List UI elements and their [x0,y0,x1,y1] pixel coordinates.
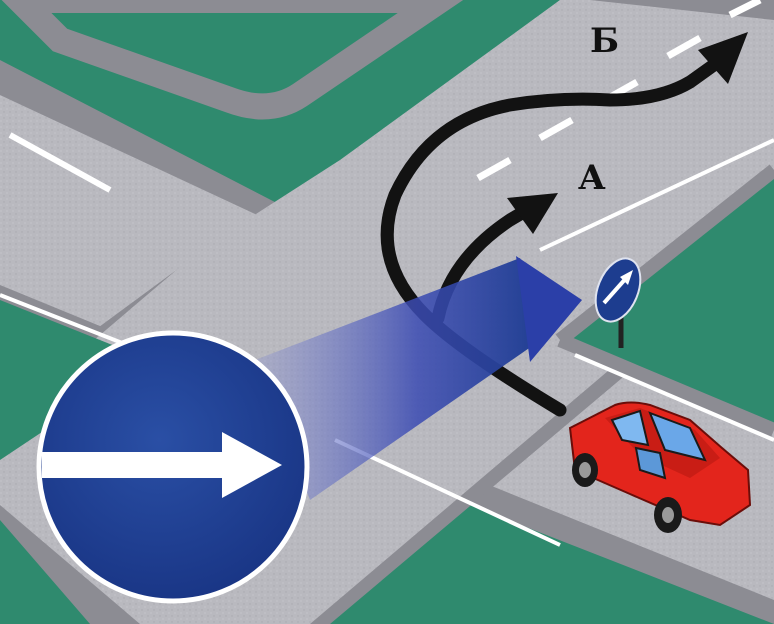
large-sign-arrow-shaft [42,452,230,478]
corner-grass-right [560,170,774,430]
corner-curb-top-left [1,0,464,120]
keep-right-sign-icon [36,330,310,604]
edge-line-left [0,293,141,352]
edge-line-right [574,353,774,442]
road-sign [594,257,642,348]
edge-line-cross-right [539,138,774,252]
corner-curb-right-a [555,164,774,346]
car-icon [568,401,752,533]
lane-line-left [8,132,112,193]
edge-line-bottom [334,438,561,547]
callout-beam [255,258,548,500]
corner-curb-right-b [557,333,774,437]
route-b-label: Б [590,21,619,61]
route-a-label: А [578,158,606,198]
large-sign-arrow-head [222,432,282,498]
corner-grass-top-left [20,0,440,107]
callout-beam-tip [516,256,582,362]
